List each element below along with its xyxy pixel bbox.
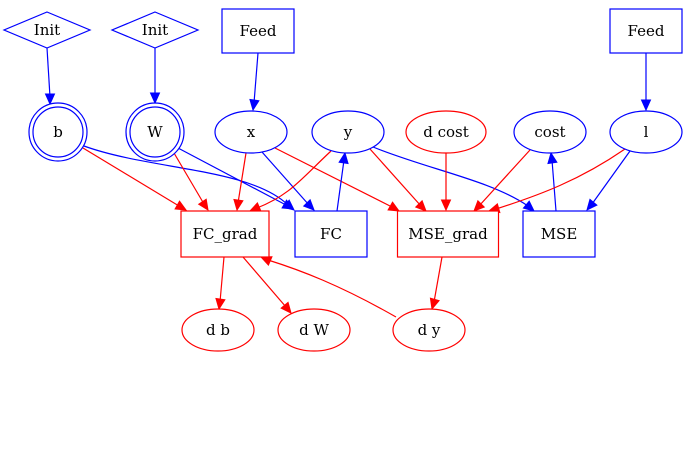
node-l-label: l bbox=[644, 123, 649, 141]
edge-mse_grad-to-d_y bbox=[429, 256, 443, 311]
edge-b-to-fc_grad bbox=[82, 147, 188, 211]
node-fc_grad: FC_grad bbox=[180, 210, 270, 258]
edge-l-to-mse bbox=[586, 150, 631, 211]
node-d_w-label: d W bbox=[299, 321, 329, 339]
node-feed_x: Feed bbox=[221, 8, 295, 54]
edge-fc_grad-to-d_b bbox=[215, 256, 226, 311]
node-x: x bbox=[214, 110, 288, 154]
node-init_b: Init bbox=[2, 11, 92, 49]
node-fc_grad-label: FC_grad bbox=[193, 225, 258, 243]
node-x-label: x bbox=[247, 123, 256, 141]
node-d_y-label: d y bbox=[418, 321, 441, 339]
node-mse_grad: MSE_grad bbox=[396, 210, 500, 258]
node-mse: MSE bbox=[522, 210, 596, 258]
node-b-label: b bbox=[53, 123, 63, 141]
node-init_w-label: Init bbox=[142, 21, 168, 39]
edge-mse-to-cost bbox=[547, 151, 558, 212]
edge-feed_x-to-x bbox=[249, 52, 260, 112]
node-fc-label: FC bbox=[320, 225, 342, 243]
node-d_cost: d cost bbox=[405, 110, 487, 154]
node-feed_x-label: Feed bbox=[240, 22, 277, 40]
node-d_b: d b bbox=[181, 308, 255, 352]
node-d_b-label: d b bbox=[206, 321, 230, 339]
edge-y-to-mse bbox=[372, 146, 535, 212]
node-feed_l-label: Feed bbox=[628, 22, 665, 40]
edge-x-to-mse_grad bbox=[274, 147, 401, 212]
edge-y-to-mse_grad bbox=[369, 148, 427, 212]
node-mse-label: MSE bbox=[541, 225, 578, 243]
node-d_cost-label: d cost bbox=[423, 123, 469, 141]
node-w: W bbox=[125, 102, 185, 162]
node-y: y bbox=[311, 110, 385, 154]
edge-init_w-to-w bbox=[149, 48, 161, 105]
node-w-label: W bbox=[147, 123, 163, 141]
node-mse_grad-label: MSE_grad bbox=[408, 225, 488, 243]
edge-d_cost-to-mse_grad bbox=[440, 153, 452, 212]
node-fc: FC bbox=[294, 210, 368, 258]
node-y-label: y bbox=[343, 123, 353, 141]
edge-w-to-fc_grad bbox=[173, 152, 209, 212]
edge-cost-to-mse_grad bbox=[473, 149, 531, 212]
node-cost-label: cost bbox=[534, 123, 565, 141]
node-l: l bbox=[609, 110, 683, 154]
edge-l-to-mse_grad bbox=[487, 148, 626, 214]
node-cost: cost bbox=[513, 110, 587, 154]
edge-feed_l-to-l bbox=[640, 53, 652, 112]
edge-x-to-fc_grad bbox=[233, 152, 247, 212]
node-b: b bbox=[28, 102, 88, 162]
edge-w-to-fc bbox=[177, 147, 295, 210]
node-init_b-label: Init bbox=[34, 21, 60, 39]
edge-fc-to-y bbox=[336, 151, 349, 212]
edge-fc_grad-to-d_w bbox=[242, 256, 292, 314]
edge-x-to-fc bbox=[261, 151, 315, 211]
node-feed_l: Feed bbox=[609, 8, 683, 54]
node-init_w: Init bbox=[110, 11, 200, 49]
node-d_w: d W bbox=[277, 308, 351, 352]
edges bbox=[44, 47, 652, 318]
edge-init_b-to-b bbox=[44, 47, 56, 106]
node-d_y: d y bbox=[392, 308, 466, 352]
